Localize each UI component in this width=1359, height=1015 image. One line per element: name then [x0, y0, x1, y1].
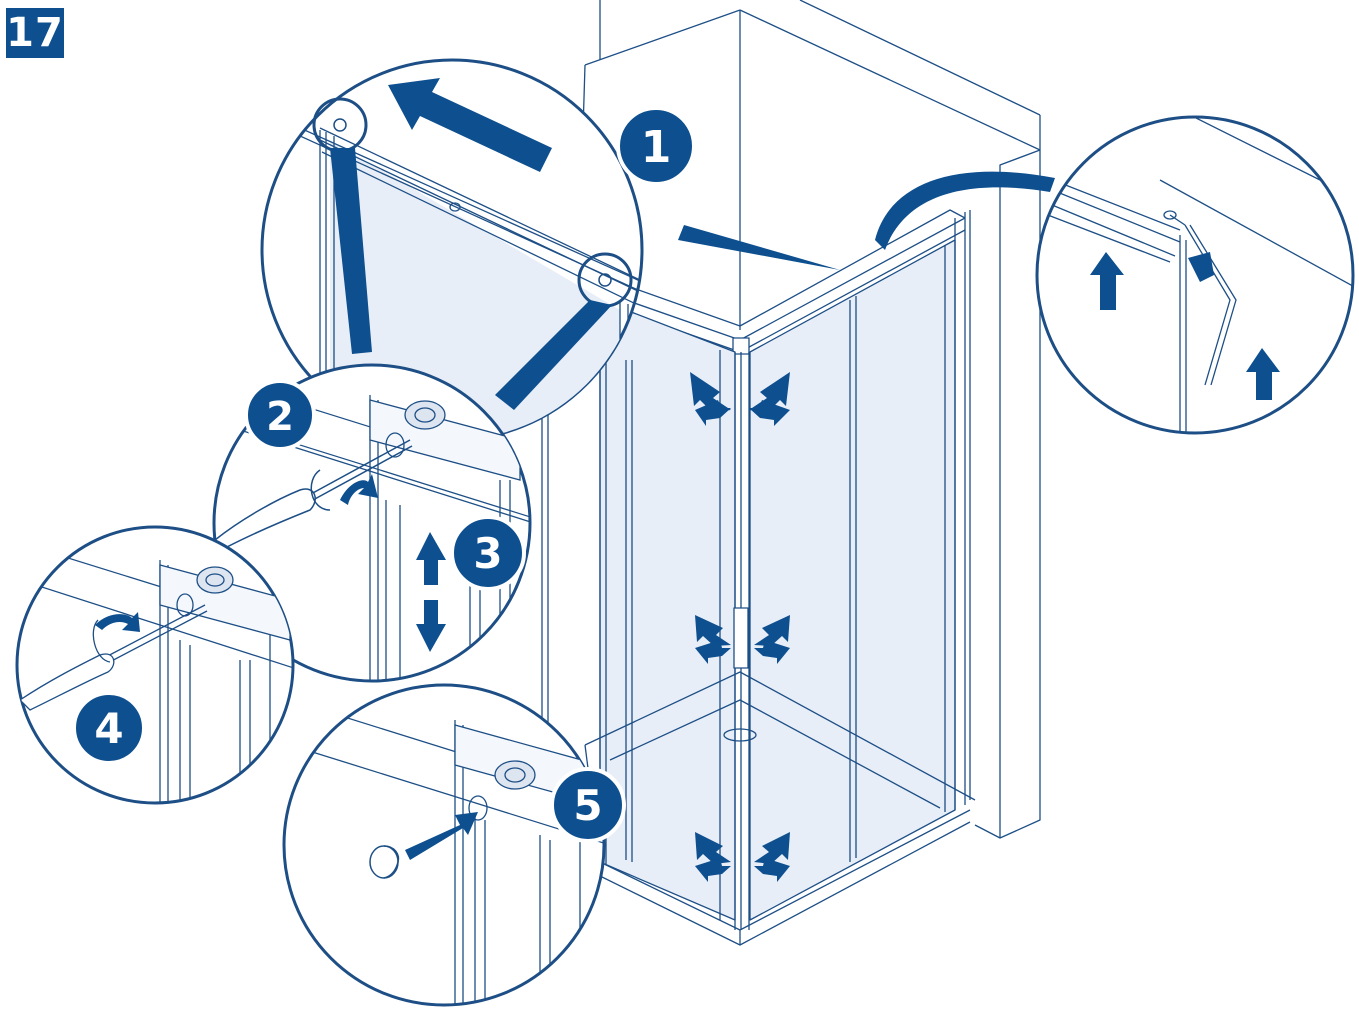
callout-badge-5: 5 — [550, 767, 626, 843]
wall — [579, 0, 1041, 839]
hex-key-icon — [1188, 252, 1214, 282]
arrow-icon-pair-bottom — [695, 832, 790, 882]
arrow-icon — [388, 78, 552, 172]
right-door-panel — [749, 210, 971, 921]
arrow-icon-pair-top — [690, 372, 790, 426]
step-number-badge: 17 — [6, 8, 64, 58]
callout-badge-4: 4 — [72, 691, 146, 765]
alignment-arrows — [690, 372, 790, 882]
arrow-icon — [416, 532, 446, 652]
arrow-icon-pair-middle — [695, 615, 790, 664]
callout-badge-3: 3 — [450, 515, 526, 591]
callout-badge-1: 1 — [616, 106, 696, 186]
callout-label-3: 3 — [473, 529, 502, 578]
shower-enclosure — [539, 0, 1041, 946]
corner-post — [733, 352, 750, 930]
detail-circle-4 — [15, 525, 295, 805]
arrow-icon — [95, 612, 140, 632]
callout-label-4: 4 — [94, 704, 123, 753]
detail-circle-5 — [282, 683, 606, 1007]
arrow-icon — [405, 812, 478, 860]
callout-badge-2: 2 — [244, 379, 316, 451]
arrow-icon — [1090, 252, 1280, 400]
cover-cap-icon — [369, 845, 400, 879]
callout-label-2: 2 — [266, 394, 294, 440]
callout-pointer-right — [875, 171, 1055, 250]
detail-circle-1 — [260, 58, 644, 442]
callout-pointer-1 — [678, 225, 840, 270]
detail-circle-hex-key — [1035, 115, 1355, 435]
screwdriver-icon — [213, 439, 413, 549]
callout-label-1: 1 — [641, 122, 672, 173]
callout-label-5: 5 — [573, 781, 602, 830]
arrow-icon — [340, 474, 378, 505]
